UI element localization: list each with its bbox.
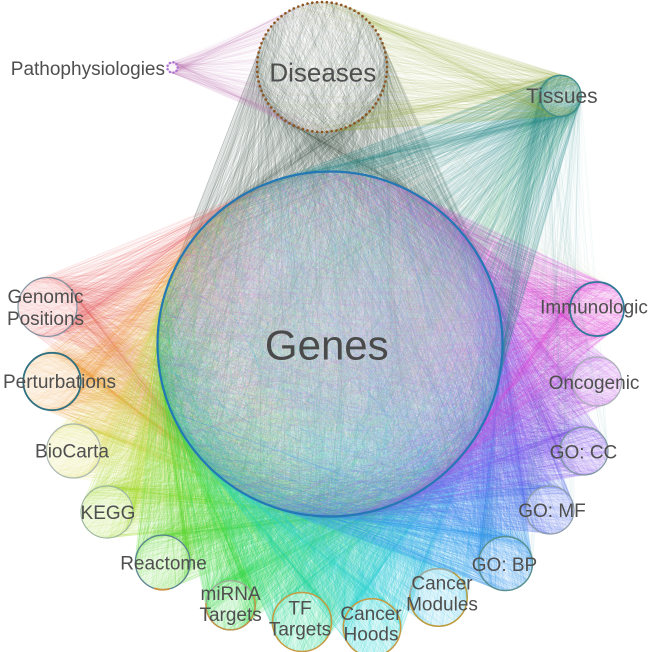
svg-text:Modules: Modules — [406, 595, 478, 616]
svg-text:GO: MF: GO: MF — [518, 501, 586, 522]
svg-text:Targets: Targets — [269, 620, 331, 641]
svg-text:Positions: Positions — [7, 309, 84, 330]
svg-text:Diseases: Diseases — [269, 57, 376, 87]
svg-text:Immunologic: Immunologic — [540, 298, 648, 319]
svg-text:Oncogenic: Oncogenic — [549, 373, 640, 394]
svg-text:GO: CC: GO: CC — [550, 443, 618, 464]
svg-text:BioCarta: BioCarta — [35, 442, 109, 463]
svg-text:TF: TF — [288, 599, 311, 620]
svg-text:Targets: Targets — [199, 605, 261, 626]
svg-text:Tissues: Tissues — [526, 85, 598, 108]
svg-text:Cancer: Cancer — [411, 574, 473, 595]
svg-text:miRNA: miRNA — [201, 584, 261, 605]
svg-text:Pathophysiologies: Pathophysiologies — [11, 59, 165, 80]
svg-text:Hoods: Hoods — [344, 625, 399, 646]
svg-text:Perturbations: Perturbations — [3, 372, 116, 393]
svg-text:Genomic: Genomic — [7, 287, 83, 308]
svg-text:Reactome: Reactome — [120, 554, 207, 575]
svg-text:GO: BP: GO: BP — [472, 555, 537, 576]
svg-text:Genes: Genes — [265, 322, 389, 369]
svg-text:KEGG: KEGG — [81, 503, 136, 524]
svg-text:Cancer: Cancer — [340, 604, 402, 625]
